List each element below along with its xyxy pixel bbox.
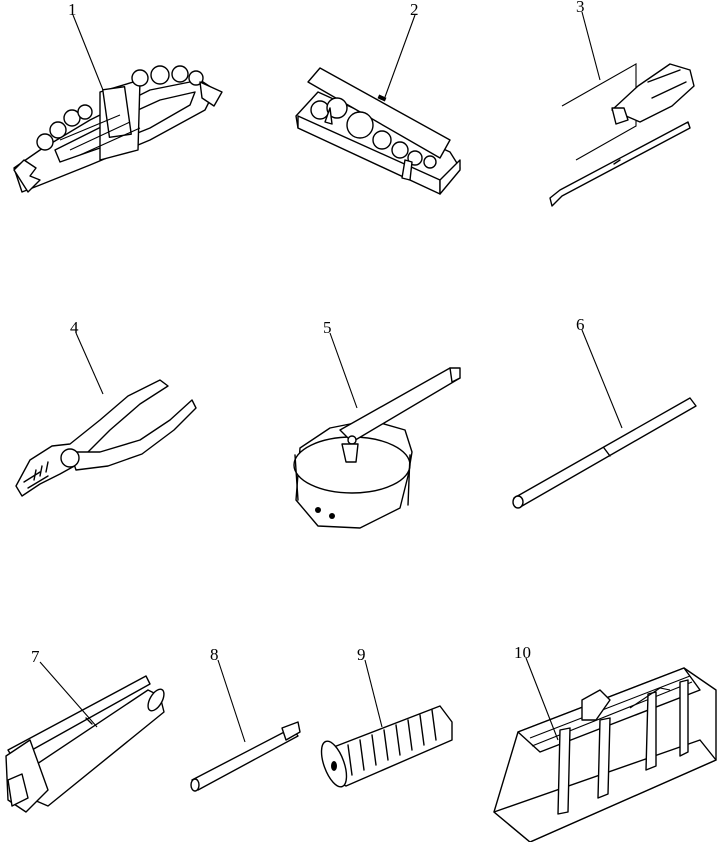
label-2: 2 (410, 0, 419, 19)
leader-7 (39, 661, 98, 728)
leader-10 (525, 657, 559, 741)
part-5-filter-wrench (293, 367, 461, 529)
part-4-pliers (15, 379, 197, 497)
label-4: 4 (70, 318, 79, 337)
label-9: 9 (357, 645, 366, 664)
part-6-bar (512, 397, 697, 509)
leader-3 (581, 11, 601, 81)
part-3-screwdriver (549, 63, 695, 207)
part-8-rod (190, 721, 301, 792)
part-9-coil (320, 705, 453, 788)
leader-8 (217, 659, 246, 743)
label-6: 6 (576, 315, 585, 334)
label-7: 7 (31, 647, 40, 666)
label-5: 5 (323, 318, 332, 337)
leader-4 (75, 332, 104, 395)
leader-2 (384, 14, 416, 98)
part-10-tool-bag (493, 667, 717, 842)
part-2-socket-set (295, 67, 461, 195)
label-10: 10 (514, 643, 531, 662)
leader-5 (329, 332, 358, 409)
label-3: 3 (576, 0, 585, 16)
leader-9 (364, 659, 383, 728)
part-1-wrench-set (13, 65, 223, 193)
label-1: 1 (68, 0, 77, 19)
label-8: 8 (210, 645, 219, 664)
leader-1 (72, 14, 104, 91)
part-7-grease-gun (5, 675, 165, 813)
leader-6 (581, 329, 623, 429)
